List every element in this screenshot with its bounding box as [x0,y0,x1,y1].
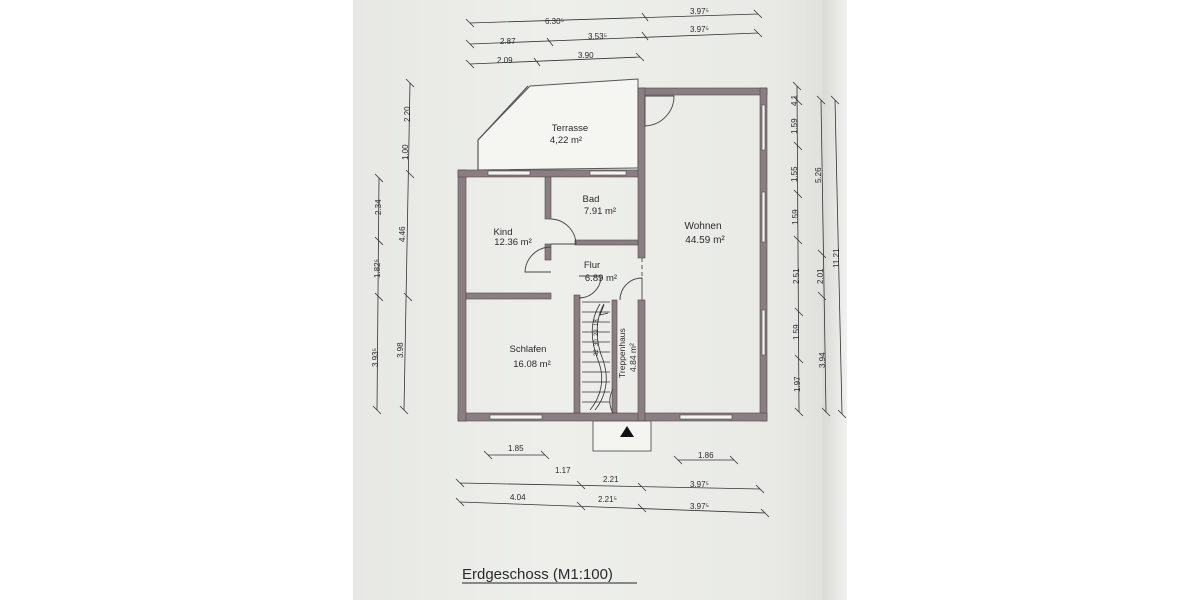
room-schlafen-name: Schlafen [510,344,547,355]
plan-title: Erdgeschoss (M1:100) [462,566,613,583]
dim-top-overall-left: 6.30⁵ [545,17,564,26]
dim-left-4: 2.20 [403,106,412,122]
dim-bottom-4: 2.21 [603,475,619,484]
windows [487,104,766,420]
entrance [592,420,652,452]
dim-left-2: 1.82⁵ [373,259,382,278]
room-schlafen-area: 16.08 m² [513,359,551,370]
room-treppenhaus-name: Treppenhaus [617,328,627,378]
dim-right-7: 1.97 [793,376,802,392]
dim-right-1: 4.1 [790,94,799,106]
dim-right-11: 11.21 [832,248,841,268]
dim-left-labels: 2.34 1.82⁵ 3.93⁵ 2.20 1.00 4.46 3.98 [371,106,412,367]
room-wohnen-area: 44.59 m² [685,235,725,246]
stair-number-2: 22 [594,329,600,336]
dim-right-8: 5.26 [814,167,823,183]
terrace [477,78,639,171]
entrance-arrow-icon [620,426,634,437]
dim-top-low-1: 2.09 [497,56,513,65]
walls [457,87,768,422]
dim-top-low-2: 3.90 [578,51,594,60]
dim-left-3: 3.93⁵ [371,348,380,367]
dim-right-4: 1.59 [791,209,800,225]
room-flur-name: Flur [584,260,600,271]
dim-right-10: 3.94 [818,352,827,368]
dimension-lines-bottom [455,450,770,518]
dim-left-1: 2.34 [374,199,383,215]
dimension-lines-right [792,81,847,419]
room-kind-name: Kind [493,227,512,238]
stair-number-3: 30 [594,339,600,346]
room-wohnen-name: Wohnen [684,221,721,232]
dim-right-6: 1.59 [792,324,801,340]
dim-left-6: 4.46 [398,226,407,242]
staircase [582,301,610,411]
stair-numbers: 18 22 30 32 [594,319,600,356]
dim-top-mid-3: 3.97⁵ [690,25,709,34]
dimension-lines-top [465,9,763,69]
room-bad-name: Bad [583,194,600,205]
stair-number-4: 32 [594,349,600,356]
dim-bottom-1: 1.85 [508,444,524,453]
dim-left-5: 1.00 [401,144,410,160]
dim-top-mid-2: 3.53⁵ [588,32,607,41]
dim-bottom-7: 2.21⁵ [598,495,617,504]
dim-right-9: 2.01 [816,268,825,284]
dim-left-7: 3.98 [396,342,405,358]
dim-bottom-5: 3.97⁵ [690,480,709,489]
room-bad-area: 7.91 m² [584,206,616,217]
dimension-lines-left [372,78,415,415]
dim-right-3: 1.55 [790,166,799,182]
dim-bottom-3: 1.17 [555,466,571,475]
room-treppenhaus-area: 4.84 m² [628,343,638,372]
stair-number-1: 18 [594,319,600,326]
dim-right-labels: 4.1 1.59 1.55 1.59 2.51 1.59 1.97 5.26 2… [790,94,841,392]
door-swings [524,95,675,414]
dim-bottom-6: 4.04 [510,493,526,502]
dim-bottom-8: 3.97⁵ [690,502,709,511]
dim-top-mid-1: 2.87 [500,37,516,46]
dim-right-5: 2.51 [792,268,801,284]
dim-right-2: 1.59 [790,118,799,134]
room-terrasse-area: 4,22 m² [550,135,582,146]
room-kind-area: 12.36 m² [494,237,532,248]
dim-bottom-2: 1.86 [698,451,714,460]
dim-top-overall-right: 3.97⁵ [690,7,709,16]
room-terrasse-name: Terrasse [552,123,588,134]
room-flur-area: 6.89 m² [585,273,617,284]
